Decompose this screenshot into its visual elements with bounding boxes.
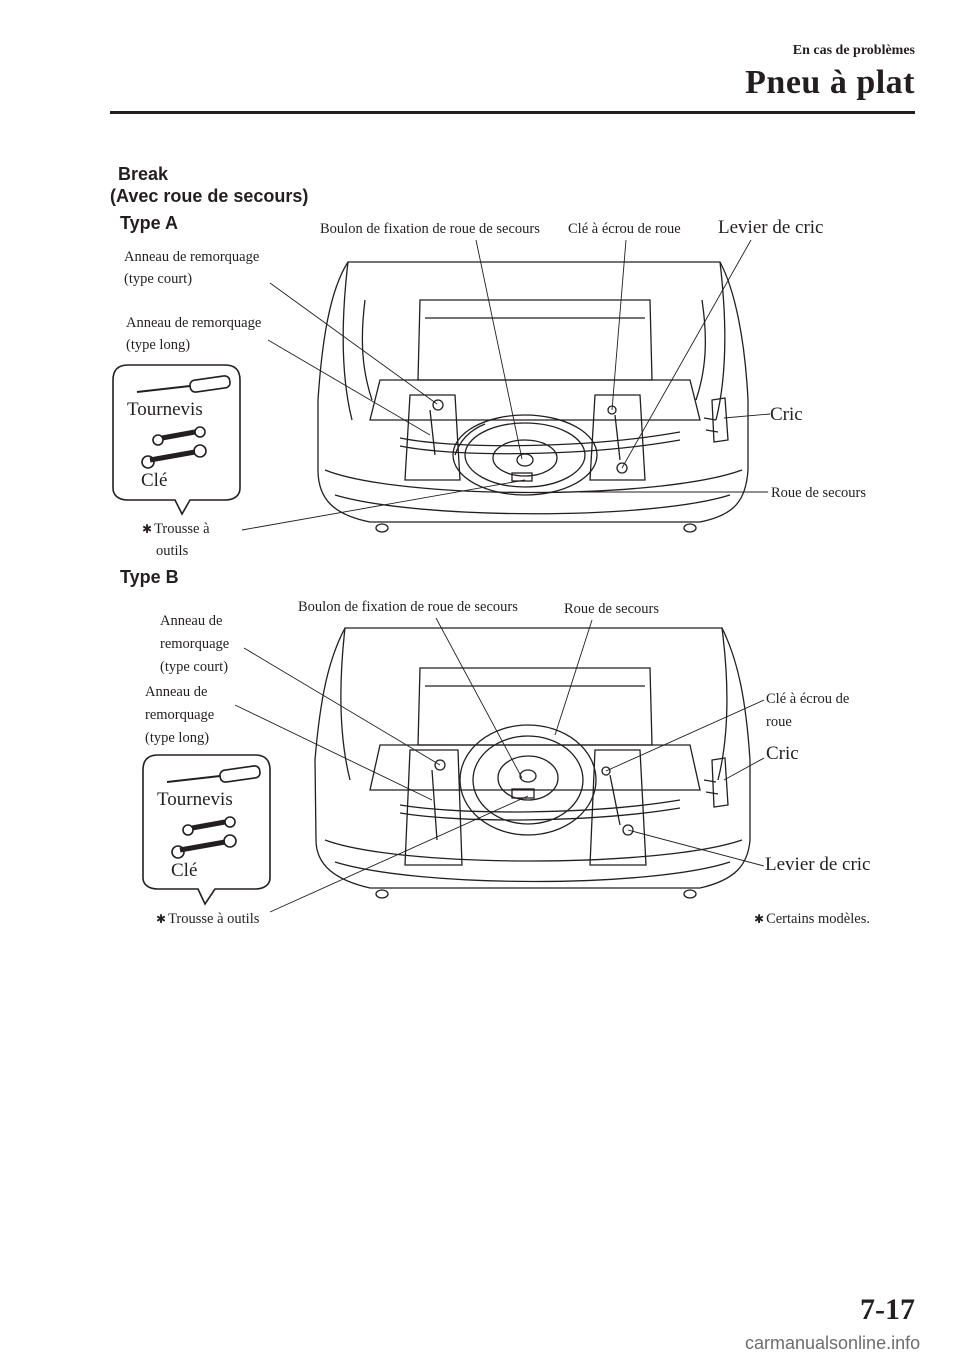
label-b-jack: Cric bbox=[766, 743, 799, 764]
spare-heading: (Avec roue de secours) bbox=[110, 186, 309, 206]
label-b-spare-bolt: Boulon de fixation de roue de secours bbox=[298, 599, 518, 615]
page-number: 7-17 bbox=[860, 1293, 915, 1326]
body-type-heading: Break bbox=[118, 164, 169, 184]
label-b-tow-short-2: remorquage bbox=[160, 636, 230, 652]
label-a-toolkit-1-text: Trousse à bbox=[154, 521, 210, 537]
label-a-toolkit-1: ✱Trousse à bbox=[142, 518, 210, 540]
watermark: carmanualsonline.info bbox=[745, 1333, 921, 1353]
label-b-lug-wrench-1: Clé à écrou de bbox=[766, 691, 850, 707]
label-b-tow-long-1: Anneau de bbox=[145, 684, 208, 700]
page-title: Pneu à plat bbox=[745, 64, 915, 101]
label-b-tow-short-1: Anneau de bbox=[160, 613, 223, 629]
asterisk-icon: ✱ bbox=[754, 912, 765, 926]
label-b-toolkit: ✱Trousse à outils bbox=[156, 908, 259, 930]
label-a-tow-short-1: Anneau de remorquage bbox=[124, 249, 260, 265]
header-rule bbox=[110, 111, 915, 114]
label-a-lug-wrench: Clé à écrou de roue bbox=[568, 221, 681, 237]
label-a-spare-tire: Roue de secours bbox=[771, 485, 867, 501]
type-b-heading: Type B bbox=[120, 567, 179, 587]
label-a-tow-short-2: (type court) bbox=[124, 271, 193, 287]
asterisk-icon: ✱ bbox=[156, 912, 167, 926]
label-a-tow-long-1: Anneau de remorquage bbox=[126, 315, 262, 331]
label-b-spare-tire: Roue de secours bbox=[564, 601, 660, 617]
label-b-note: ✱Certains modèles. bbox=[754, 908, 870, 930]
label-b-toolkit-text: Trousse à outils bbox=[168, 911, 260, 927]
label-a-spare-bolt: Boulon de fixation de roue de secours bbox=[320, 221, 540, 237]
label-b-tow-long-3: (type long) bbox=[145, 730, 210, 746]
asterisk-icon: ✱ bbox=[142, 522, 153, 536]
label-a-jack: Cric bbox=[770, 404, 803, 425]
label-b-wrench: Clé bbox=[171, 860, 198, 881]
label-b-jack-handle: Levier de cric bbox=[765, 854, 871, 875]
label-b-screwdriver: Tournevis bbox=[157, 789, 233, 810]
label-b-tow-long-2: remorquage bbox=[145, 707, 215, 723]
label-a-toolkit-2: outils bbox=[156, 543, 189, 559]
label-b-note-text: Certains modèles. bbox=[766, 911, 870, 927]
section-title: En cas de problèmes bbox=[792, 43, 915, 58]
label-b-tow-short-3: (type court) bbox=[160, 659, 229, 675]
label-a-screwdriver: Tournevis bbox=[127, 399, 203, 420]
label-a-tow-long-2: (type long) bbox=[126, 337, 191, 353]
type-a-heading: Type A bbox=[120, 213, 179, 233]
label-b-lug-wrench-2: roue bbox=[766, 714, 792, 730]
label-a-wrench: Clé bbox=[141, 470, 168, 491]
label-a-jack-handle: Levier de cric bbox=[718, 217, 824, 238]
